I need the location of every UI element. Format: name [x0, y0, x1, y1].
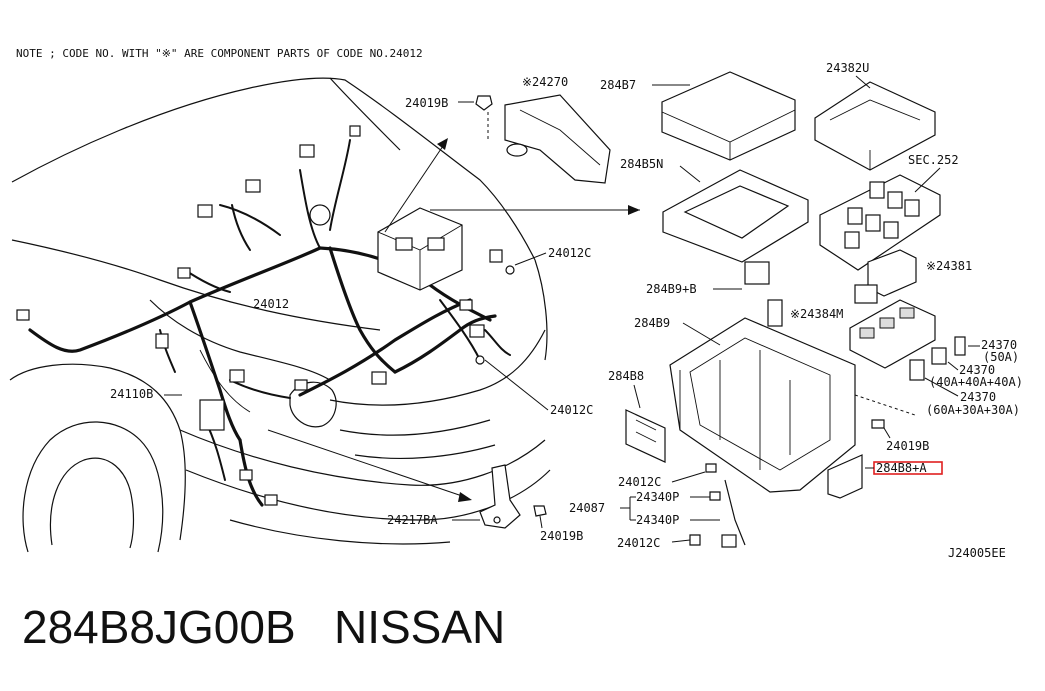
label-284B9B: 284B9+B: [646, 282, 697, 296]
label-24340P-a: 24340P: [636, 490, 679, 504]
label-24340P-b: 24340P: [636, 513, 679, 527]
wiring-harness: [28, 139, 511, 507]
label-24217BA: 24217BA: [387, 513, 438, 527]
label-60A: (60A+30A+30A): [926, 403, 1020, 417]
brand-name: NISSAN: [334, 601, 506, 653]
label-284B7: 284B7: [600, 78, 636, 92]
label-284B9: 284B9: [634, 316, 670, 330]
label-24384M: ※24384M: [790, 307, 843, 321]
label-24019B-bottom: 24019B: [540, 529, 583, 543]
engine-box-on-vehicle: [377, 207, 463, 291]
label-50A: (50A): [983, 350, 1019, 364]
label-24012C-d: 24012C: [617, 536, 660, 550]
label-24370-a: 24370: [981, 338, 1017, 352]
label-284B5N: 284B5N: [620, 157, 663, 171]
part-284B5N: [662, 169, 809, 285]
part-sec252-relays: [819, 174, 941, 271]
label-24370-b: 24370: [959, 363, 995, 377]
part-284B8A: [827, 454, 863, 499]
part-284B9: [669, 299, 856, 493]
leader-arrows: [267, 138, 640, 502]
label-24019B-top: 24019B: [405, 96, 448, 110]
part-24382U: [814, 81, 936, 171]
label-284B8: 284B8: [608, 369, 644, 383]
label-40A: (40A+40A+40A): [929, 375, 1023, 389]
label-24012C-c: 24012C: [618, 475, 661, 489]
label-SEC252: SEC.252: [908, 153, 959, 167]
vehicle-outline: [9, 77, 551, 553]
diagram-code: J24005EE: [948, 546, 1006, 560]
part-number: 284B8JG00B: [22, 601, 296, 653]
part-284B8: [625, 409, 666, 463]
part-284B7: [661, 71, 796, 161]
label-284B8A: 284B8+A: [876, 461, 927, 475]
label-24381: ※24381: [926, 259, 972, 273]
label-24087: 24087: [569, 501, 605, 515]
part-24384M: [849, 299, 936, 369]
label-24012C-a: 24012C: [548, 246, 591, 260]
label-24012C-b: 24012C: [550, 403, 593, 417]
part-24370-fuses: [909, 336, 966, 381]
label-24012: 24012: [253, 297, 289, 311]
connectors: [16, 125, 515, 506]
note-text: NOTE ; CODE NO. WITH "※" ARE COMPONENT P…: [16, 47, 423, 60]
part-24381: [854, 249, 917, 304]
part-24270: [475, 94, 611, 184]
label-24270: ※24270: [522, 75, 568, 89]
label-24019B-right: 24019B: [886, 439, 929, 453]
label-24382U: 24382U: [826, 61, 869, 75]
label-24370-c: 24370: [960, 390, 996, 404]
part-24217BA: [479, 464, 521, 529]
part-number-caption: 284B8JG00B NISSAN: [22, 600, 505, 654]
label-24110B: 24110B: [110, 387, 153, 401]
